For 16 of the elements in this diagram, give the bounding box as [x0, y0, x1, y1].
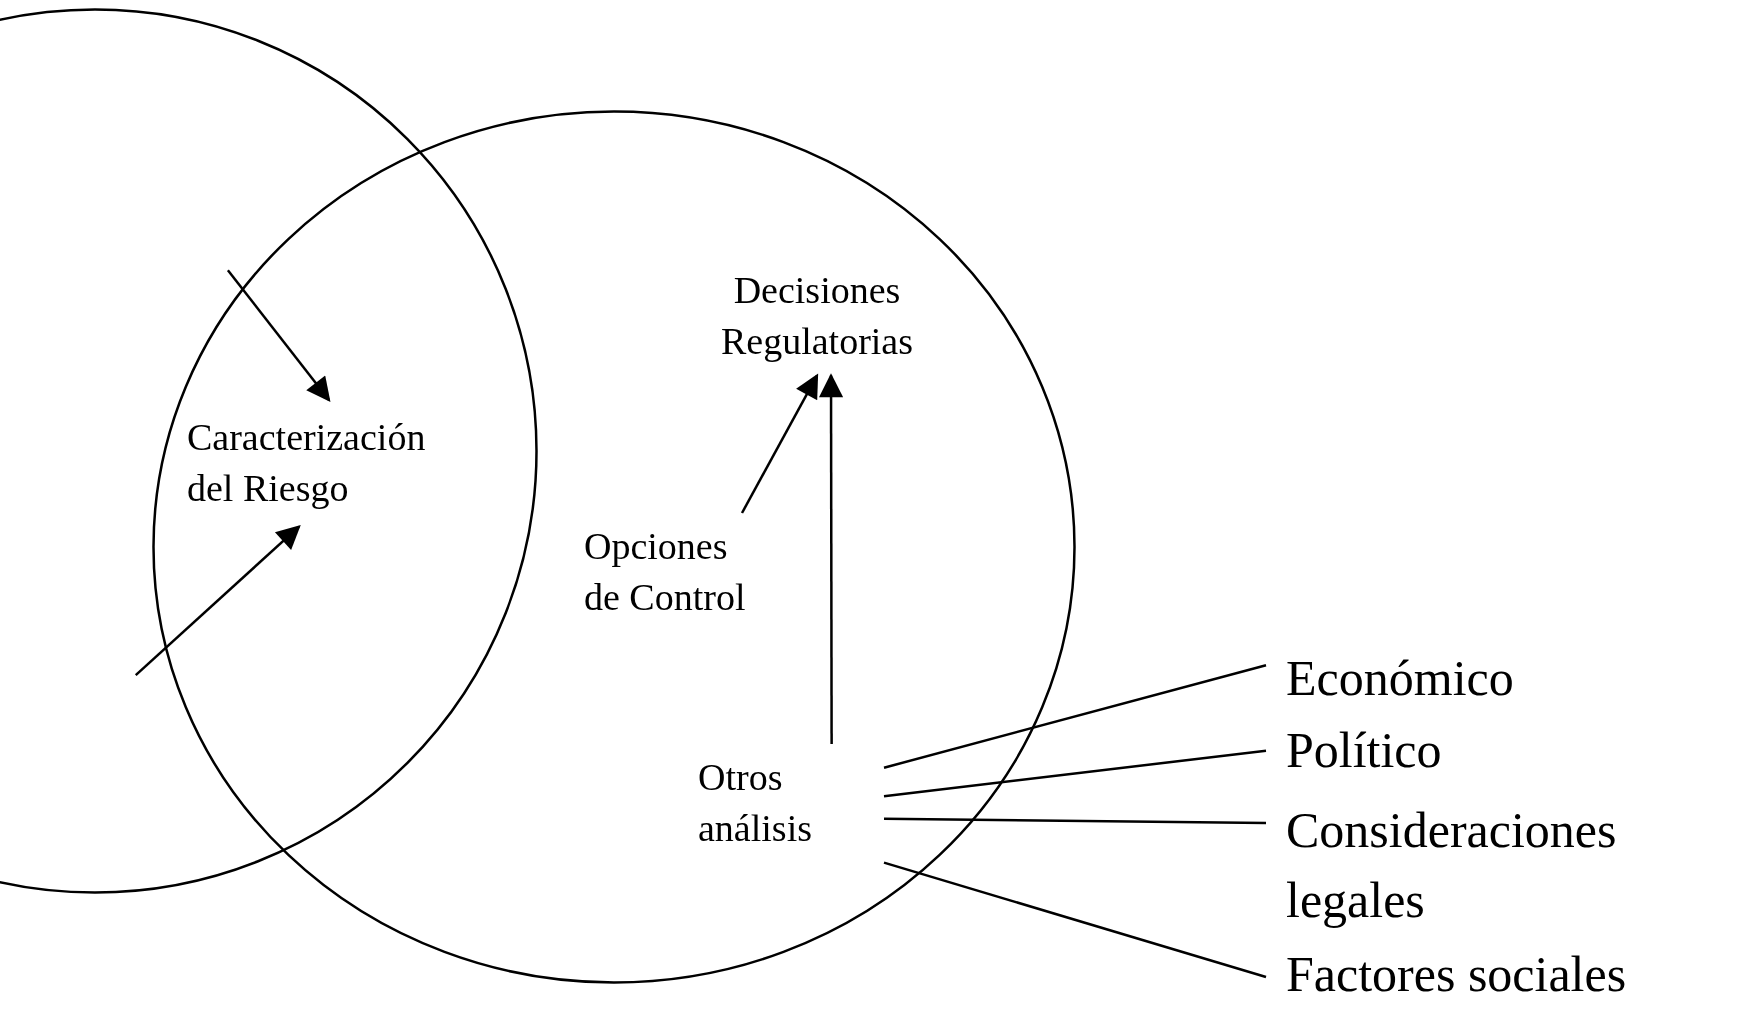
node-label: Decisiones Regulatorias [719, 268, 915, 365]
arrow [226, 269, 331, 402]
connector-line [883, 749, 1267, 798]
node-label: Factores sociales [1286, 945, 1628, 1004]
arrow [134, 525, 301, 677]
arrow [819, 373, 844, 744]
node-label: Opciones de Control [584, 524, 747, 621]
node-label: Económico [1286, 649, 1515, 708]
node-label: Consideraciones legales [1286, 801, 1618, 930]
node-label: Político [1286, 721, 1443, 780]
connector-line [883, 861, 1267, 979]
arrow [740, 373, 819, 514]
connector-line [884, 817, 1266, 825]
node-label: Caracterización del Riesgo [187, 415, 427, 512]
connector-line [883, 664, 1267, 769]
node-label: Otros análisis [698, 755, 813, 852]
